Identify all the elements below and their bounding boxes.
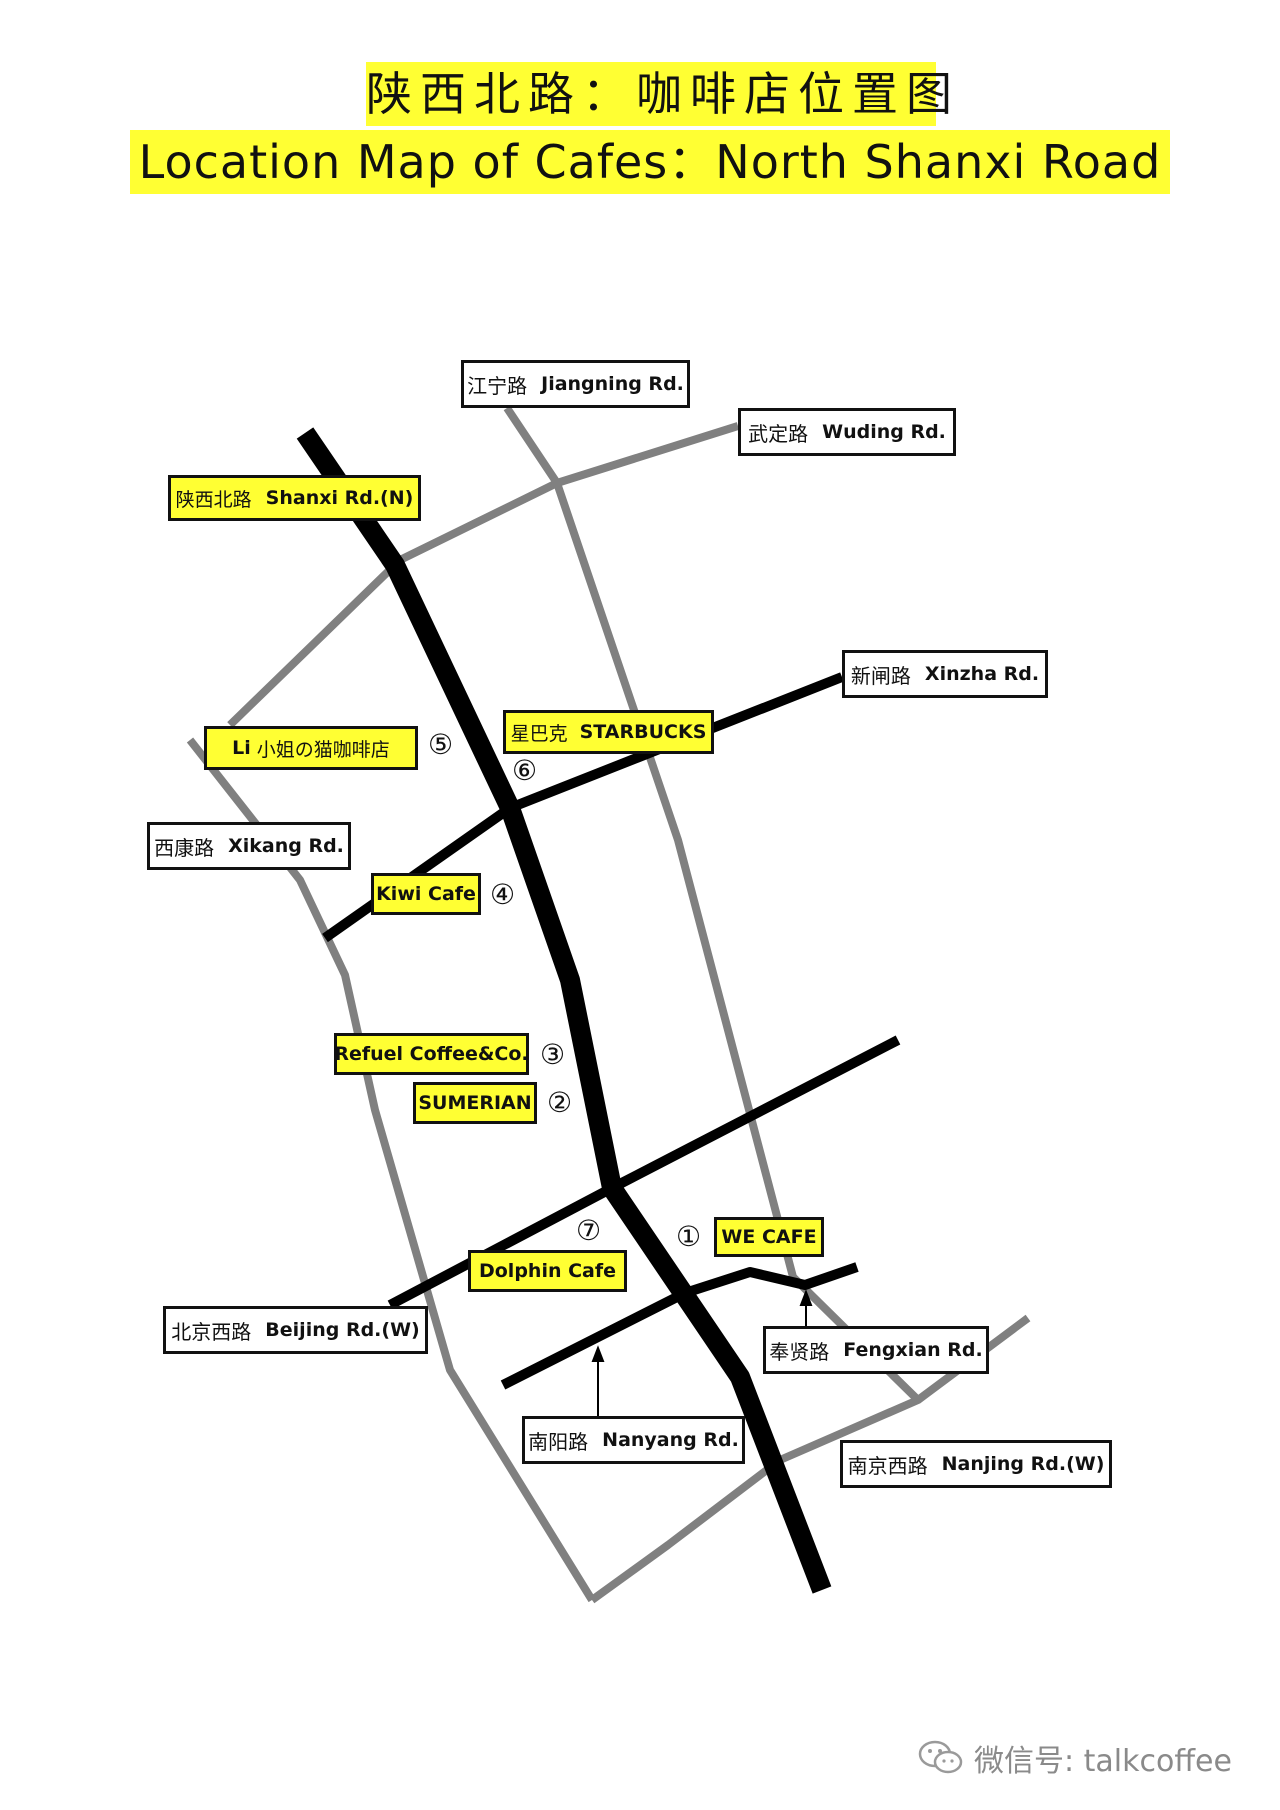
cafe-label-we-cafe: WE CAFE [714,1217,824,1257]
cafe-label-dolphin-cafe: Dolphin Cafe [468,1250,627,1292]
road-fengxian [500,1262,859,1390]
cafe-number-5: ⑤ [428,728,454,761]
road-shanxi-north [296,427,832,1594]
cafe-label-sumerian: SUMERIAN [413,1082,537,1124]
cafe-number-1: ① [676,1220,702,1253]
watermark-text: 微信号: talkcoffee [974,1744,1232,1779]
map-title-english: Location Map of Cafes：North Shanxi Road [130,130,1170,194]
fengxian-pointer-arrowhead [799,1289,813,1306]
cafe-label-kiwi-cafe: Kiwi Cafe [371,873,481,915]
wechat-icon [918,1740,963,1774]
road-jiangning [503,405,921,1403]
road-wuding [227,422,740,728]
cafe-number-4: ④ [490,878,516,911]
cafe-label-refuel-coffee: Refuel Coffee&Co. [334,1033,529,1075]
map-title-chinese: 陕西北路：咖啡店位置图 [366,62,952,126]
wechat-watermark: 微信号: talkcoffee [918,1736,1232,1780]
road-beijing-west [387,1035,901,1310]
cafe-number-3: ③ [540,1038,566,1071]
cafe-number-2: ② [547,1086,573,1119]
nanyang-pointer-arrowhead [591,1345,605,1362]
cafe-number-6: ⑥ [512,754,538,787]
cafe-number-7: ⑦ [576,1214,602,1247]
